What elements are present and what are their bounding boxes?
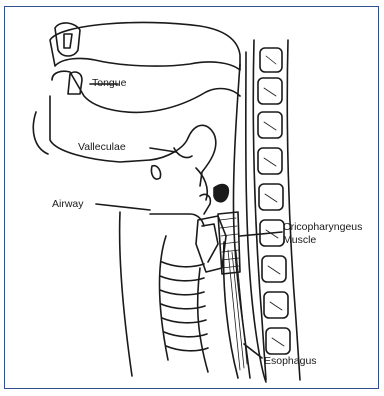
- hyoid: [151, 166, 160, 179]
- arytenoid: [200, 194, 210, 214]
- label-esophagus: Esophagus: [264, 355, 317, 367]
- vertebra: [258, 112, 282, 138]
- larynx-inner: [202, 224, 218, 262]
- label-valleculae: Valleculae: [78, 141, 126, 153]
- airway-leader: [96, 204, 150, 210]
- trachea-front: [160, 236, 169, 360]
- vertebra: [258, 148, 282, 174]
- crico-leader: [240, 232, 282, 236]
- label-cricopharyngeus: Cricopharyngeus: [283, 221, 362, 233]
- label-tongue: Tongue: [92, 77, 127, 89]
- vertebra: [266, 328, 290, 354]
- vertebra: [264, 292, 288, 318]
- lower-teeth: [68, 72, 82, 94]
- airway-front: [150, 214, 204, 226]
- valleculae-curve: [174, 148, 192, 158]
- trachea-ring: [160, 276, 204, 281]
- trachea-ring: [162, 262, 204, 267]
- label-airway: Airway: [52, 198, 84, 210]
- vertebra: [259, 184, 283, 210]
- neck-front-skin: [120, 212, 132, 376]
- vertebra: [258, 78, 282, 104]
- trachea-ring: [162, 318, 206, 323]
- valleculae-leader: [150, 148, 176, 152]
- chin: [33, 112, 48, 154]
- teeth-inner: [64, 34, 72, 48]
- epiglottis-dark: [214, 185, 228, 202]
- vertebra: [262, 256, 286, 282]
- label-muscle: Muscle: [283, 234, 316, 246]
